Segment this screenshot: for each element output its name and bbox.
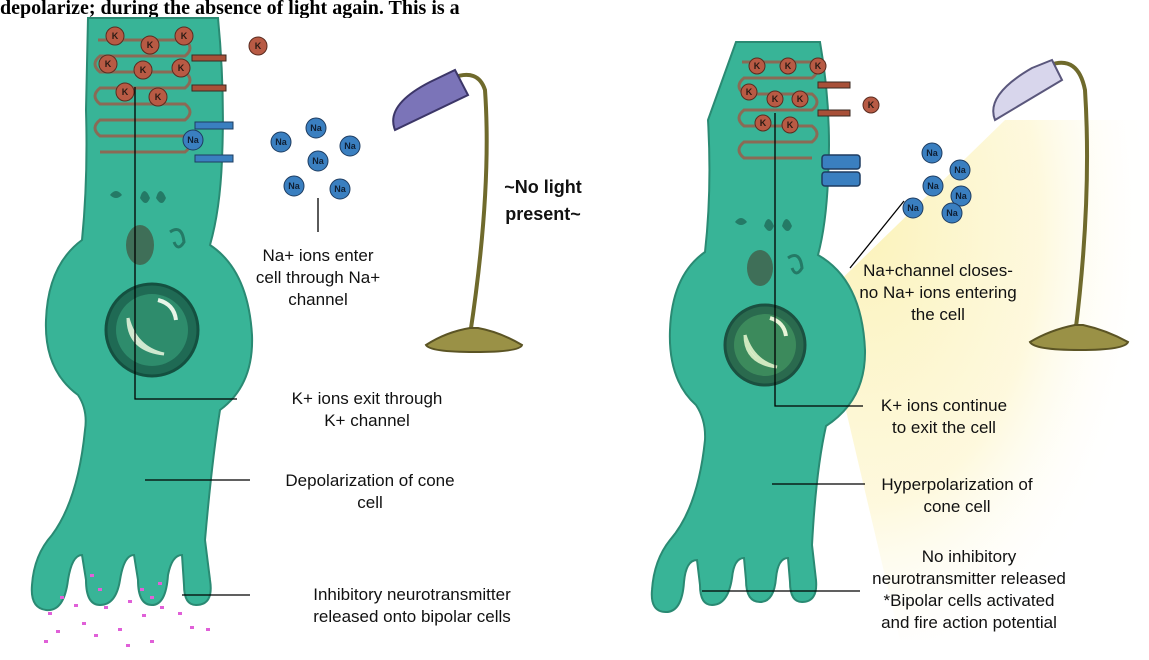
k-ion: K	[99, 55, 117, 73]
svg-text:Na: Na	[927, 181, 939, 191]
na-ion: Na	[330, 179, 350, 199]
na-enter-line-3: channel	[238, 289, 398, 311]
k-ion: K	[810, 58, 826, 74]
k-ion: K	[863, 97, 879, 113]
svg-text:K: K	[155, 92, 162, 102]
na-ion: Na	[183, 130, 203, 150]
svg-text:Na: Na	[275, 137, 287, 147]
svg-text:Na: Na	[955, 191, 967, 201]
na-close-line-2: no Na+ ions entering	[838, 282, 1038, 304]
na-ion: Na	[903, 198, 923, 218]
svg-text:Na: Na	[310, 123, 322, 133]
na-ion: Na	[950, 160, 970, 180]
svg-text:K: K	[178, 63, 185, 73]
k-ion: K	[141, 36, 159, 54]
k-ion: K	[134, 61, 152, 79]
k-ion: K	[755, 115, 771, 131]
k-ion: K	[741, 84, 757, 100]
k-ion: K	[172, 59, 190, 77]
svg-text:K: K	[754, 61, 761, 71]
no-light-label: ~No light present~	[488, 174, 598, 228]
na-close-line-1: Na+channel closes-	[838, 260, 1038, 282]
k-ion: K	[175, 27, 193, 45]
na-ion: Na	[942, 203, 962, 223]
k-ion: K	[116, 83, 134, 101]
neurotransmitter-label: Inhibitory neurotransmitter released ont…	[252, 584, 572, 628]
svg-text:K: K	[760, 118, 767, 128]
svg-text:K: K	[122, 87, 129, 97]
svg-text:K: K	[255, 41, 262, 51]
svg-text:K: K	[797, 94, 804, 104]
na-ion: Na	[308, 151, 328, 171]
svg-text:K: K	[785, 61, 792, 71]
k-exit-line-2: K+ channel	[238, 410, 496, 432]
na-ion: Na	[340, 136, 360, 156]
k-ion: K	[792, 91, 808, 107]
k-ion: K	[767, 91, 783, 107]
k-ion: K	[749, 58, 765, 74]
k-ion: K	[149, 88, 167, 106]
svg-text:K: K	[112, 31, 119, 41]
na-ion: Na	[923, 176, 943, 196]
svg-text:K: K	[868, 100, 875, 110]
svg-text:K: K	[746, 87, 753, 97]
hyperpolarization-line-2: cone cell	[862, 496, 1052, 518]
na-enter-line-1: Na+ ions enter	[238, 245, 398, 267]
na-enter-line-2: cell through Na+	[238, 267, 398, 289]
no-light-line-2: present~	[488, 201, 598, 228]
svg-text:Na: Na	[288, 181, 300, 191]
svg-text:K: K	[147, 40, 154, 50]
svg-text:Na: Na	[344, 141, 356, 151]
k-exit-line-1: K+ ions exit through	[238, 388, 496, 410]
k-continue-line-1: K+ ions continue	[864, 395, 1024, 417]
hyperpolarization-label: Hyperpolarization of cone cell	[862, 474, 1052, 518]
k-ion: K	[780, 58, 796, 74]
na-ion: Na	[284, 176, 304, 196]
svg-text:Na: Na	[907, 203, 919, 213]
no-neurotransmitter-line-4: and fire action potential	[856, 612, 1082, 634]
depolarization-line-2: cell	[252, 492, 488, 514]
no-light-line-1: ~No light	[488, 174, 598, 201]
hyperpolarization-line-1: Hyperpolarization of	[862, 474, 1052, 496]
svg-text:K: K	[787, 120, 794, 130]
svg-text:Na: Na	[312, 156, 324, 166]
na-close-label: Na+channel closes- no Na+ ions entering …	[838, 260, 1038, 326]
svg-text:Na: Na	[954, 165, 966, 175]
k-continue-line-2: to exit the cell	[864, 417, 1024, 439]
svg-text:K: K	[772, 94, 779, 104]
svg-text:K: K	[105, 59, 112, 69]
k-continue-label: K+ ions continue to exit the cell	[864, 395, 1024, 439]
na-close-line-3: the cell	[838, 304, 1038, 326]
svg-text:Na: Na	[946, 208, 958, 218]
no-neurotransmitter-label: No inhibitory neurotransmitter released …	[856, 546, 1082, 634]
no-neurotransmitter-line-1: No inhibitory	[856, 546, 1082, 568]
na-enter-label: Na+ ions enter cell through Na+ channel	[238, 245, 398, 311]
no-neurotransmitter-line-2: neurotransmitter released	[856, 568, 1082, 590]
svg-text:Na: Na	[334, 184, 346, 194]
left-panel: K K K K K K K K K Na Na Na Na Na Na Na	[32, 18, 522, 647]
svg-text:Na: Na	[187, 135, 199, 145]
na-ion: Na	[271, 132, 291, 152]
no-neurotransmitter-line-3: *Bipolar cells activated	[856, 590, 1082, 612]
svg-text:Na: Na	[926, 148, 938, 158]
na-ion: Na	[306, 118, 326, 138]
depolarization-label: Depolarization of cone cell	[252, 470, 488, 514]
svg-text:K: K	[181, 31, 188, 41]
neurotransmitter-line-1: Inhibitory neurotransmitter	[252, 584, 572, 606]
svg-text:K: K	[140, 65, 147, 75]
depolarization-line-1: Depolarization of cone	[252, 470, 488, 492]
neurotransmitter-line-2: released onto bipolar cells	[252, 606, 572, 628]
k-ion: K	[106, 27, 124, 45]
k-ion: K	[249, 37, 267, 55]
na-ion: Na	[922, 143, 942, 163]
svg-text:K: K	[815, 61, 822, 71]
k-exit-label: K+ ions exit through K+ channel	[238, 388, 496, 432]
k-ion: K	[782, 117, 798, 133]
